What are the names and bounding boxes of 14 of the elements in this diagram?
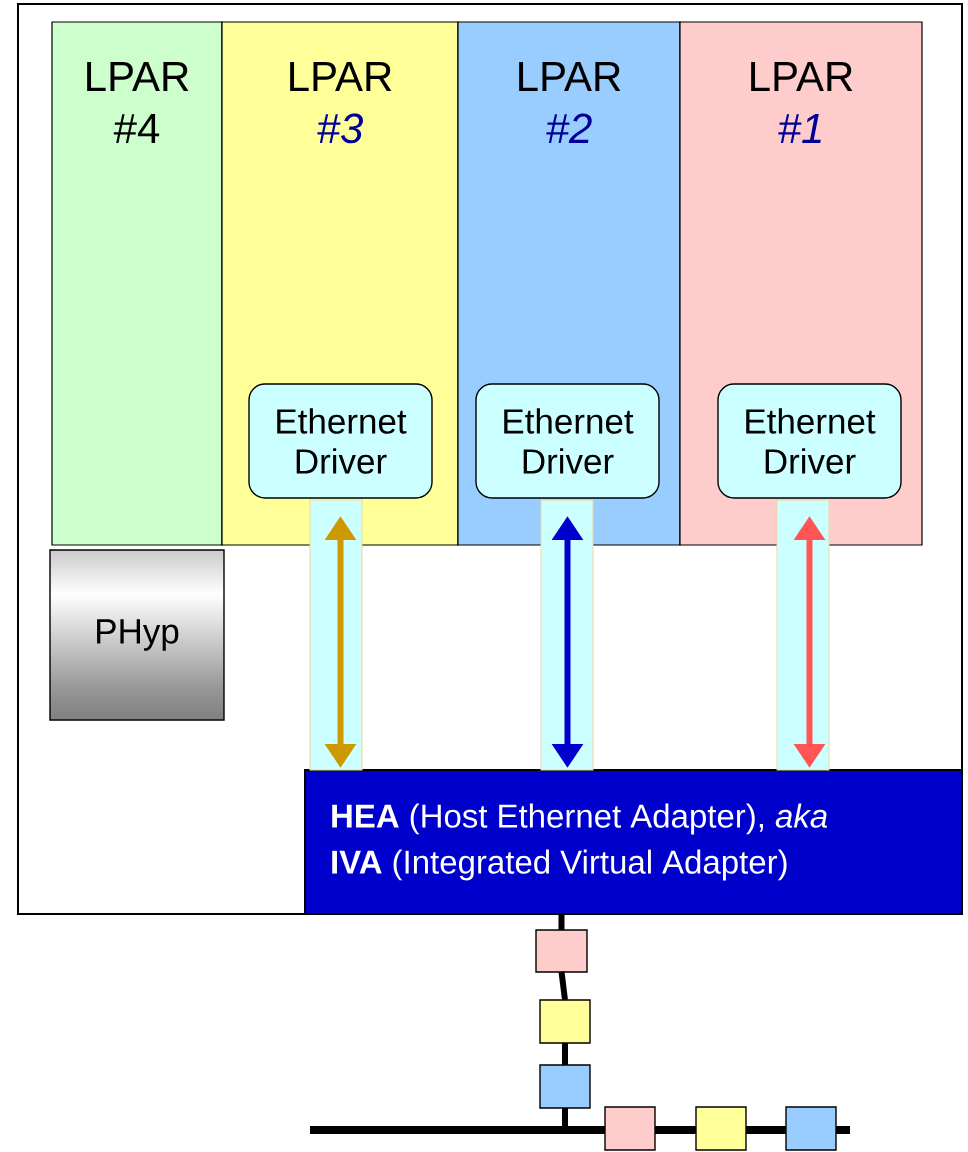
packet-square [695, 1106, 747, 1151]
adapter-box: HEA (Host Ethernet Adapter), aka IVA (Integrated Virtual Adapter) [304, 769, 963, 915]
packet-square [535, 929, 588, 973]
hypervisor-box: PHyp [49, 549, 225, 721]
packet-square [604, 1106, 656, 1151]
partition-column: LPAR #4 [51, 21, 223, 546]
driver-box: Ethernet Driver [717, 383, 902, 499]
connector-line [558, 914, 565, 930]
packet-square [785, 1106, 837, 1151]
packet-square [539, 1064, 591, 1109]
connector-line [558, 971, 568, 1001]
driver-box: Ethernet Driver [475, 383, 660, 499]
packet-square [539, 999, 591, 1044]
driver-box: Ethernet Driver [248, 383, 433, 499]
